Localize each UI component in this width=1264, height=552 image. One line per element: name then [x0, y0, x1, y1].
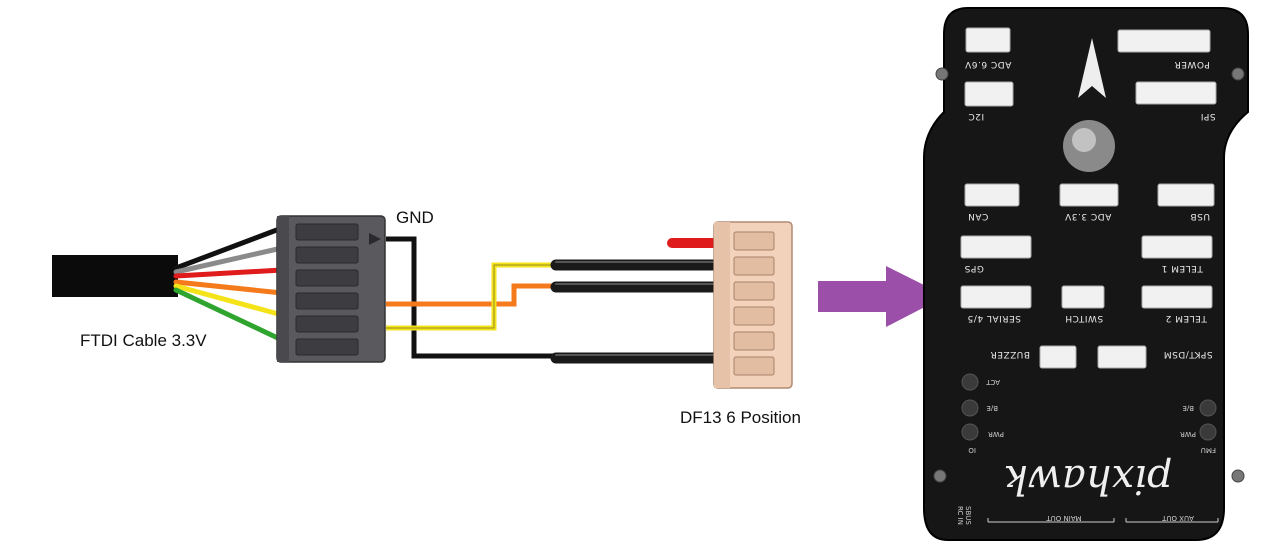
port-label-gps: GPS [964, 263, 984, 273]
socket-i2c [964, 81, 1014, 107]
label-rcin: RC IN [956, 506, 964, 525]
port-label-can: CAN [968, 211, 989, 221]
socket-can [964, 183, 1020, 207]
port-label-adc33: ADC 3.3V [1064, 211, 1111, 221]
socket-adc66 [965, 27, 1011, 53]
tx-orange-wire [386, 283, 556, 307]
port-label-adc66: ADC 6.6V [964, 59, 1011, 69]
led-label-be-left: B/E [986, 404, 998, 412]
port-labels: ADC 6.6V POWER I2C SPI CAN ADC 3.3V USB … [964, 59, 1215, 359]
jumper-wires [386, 236, 556, 359]
port-label-serial45: SERIAL 4/5 [967, 313, 1021, 323]
port-label-spi: SPI [1200, 111, 1215, 121]
ftdi-wire-black [173, 225, 285, 271]
ftdi-wire-gray [173, 245, 285, 275]
label-sbus: SBUS [964, 506, 972, 525]
socket-switch [1061, 285, 1105, 309]
socket-adc33 [1059, 183, 1119, 207]
ftdi-connector-housing [276, 215, 386, 363]
led-label-pwr-left: PWR [988, 430, 1004, 438]
port-label-usb: USB [1190, 211, 1210, 221]
led-be-left [961, 399, 979, 417]
socket-spi [1135, 81, 1217, 105]
socket-power [1117, 29, 1211, 53]
bottom-labels: SBUS RC IN MAIN OUT AUX OUT [956, 506, 1219, 525]
socket-telem2 [1141, 285, 1213, 309]
ftdi-wire-red [173, 267, 285, 279]
led-label-act: ACT [985, 378, 1000, 386]
connection-arrow [818, 266, 946, 327]
gnd-label: GND [396, 208, 434, 227]
pixhawk-board: ADC 6.6V POWER I2C SPI CAN ADC 3.3V USB … [923, 7, 1249, 541]
socket-telem1 [1141, 235, 1213, 259]
port-label-telem1: TELEM 1 [1161, 263, 1204, 273]
port-label-i2c: I2C [968, 111, 984, 121]
gnd-wire [386, 236, 556, 359]
led-labels: ACT B/E PWR IO B/E PWR FMU [968, 378, 1216, 454]
socket-usb [1157, 183, 1215, 207]
port-sockets [960, 27, 1217, 369]
ftdi-wire-green [173, 287, 285, 343]
df13-cables [550, 259, 728, 364]
led-act [961, 373, 979, 391]
ftdi-wire-orange [173, 279, 285, 296]
socket-spkt [1097, 345, 1147, 369]
led-label-fmu: FMU [1201, 446, 1216, 454]
led-label-pwr-right: PWR [1180, 430, 1196, 438]
socket-buzzer [1039, 345, 1077, 369]
ftdi-cable-label: FTDI Cable 3.3V [80, 331, 207, 350]
status-leds [961, 373, 1217, 441]
board-direction-arrow [1078, 38, 1106, 98]
ftdi-cable-jacket [52, 255, 178, 297]
df13-connector [713, 221, 793, 389]
ftdi-wire-yellow [173, 283, 285, 318]
label-main-out: MAIN OUT [1046, 514, 1082, 522]
label-aux-out: AUX OUT [1161, 514, 1194, 522]
port-label-buzzer: BUZZER [990, 349, 1030, 359]
df13-label: DF13 6 Position [680, 408, 801, 427]
board-screws [933, 67, 1245, 483]
led-be-right [1199, 399, 1217, 417]
port-label-switch: SWITCH [1065, 313, 1103, 323]
led-label-io: IO [968, 446, 976, 454]
led-pwr-right [1199, 423, 1217, 441]
port-label-power: POWER [1174, 59, 1210, 69]
led-pwr-left [961, 423, 979, 441]
led-label-be-right: B/E [1182, 404, 1194, 412]
pixhawk-logo: pixhawk [1003, 456, 1172, 502]
port-label-telem2: TELEM 2 [1165, 313, 1208, 323]
ftdi-fanout-wires [173, 225, 285, 343]
socket-gps [960, 235, 1032, 259]
socket-serial45 [960, 285, 1032, 309]
port-label-spkt: SPKT/DSM [1163, 349, 1212, 359]
